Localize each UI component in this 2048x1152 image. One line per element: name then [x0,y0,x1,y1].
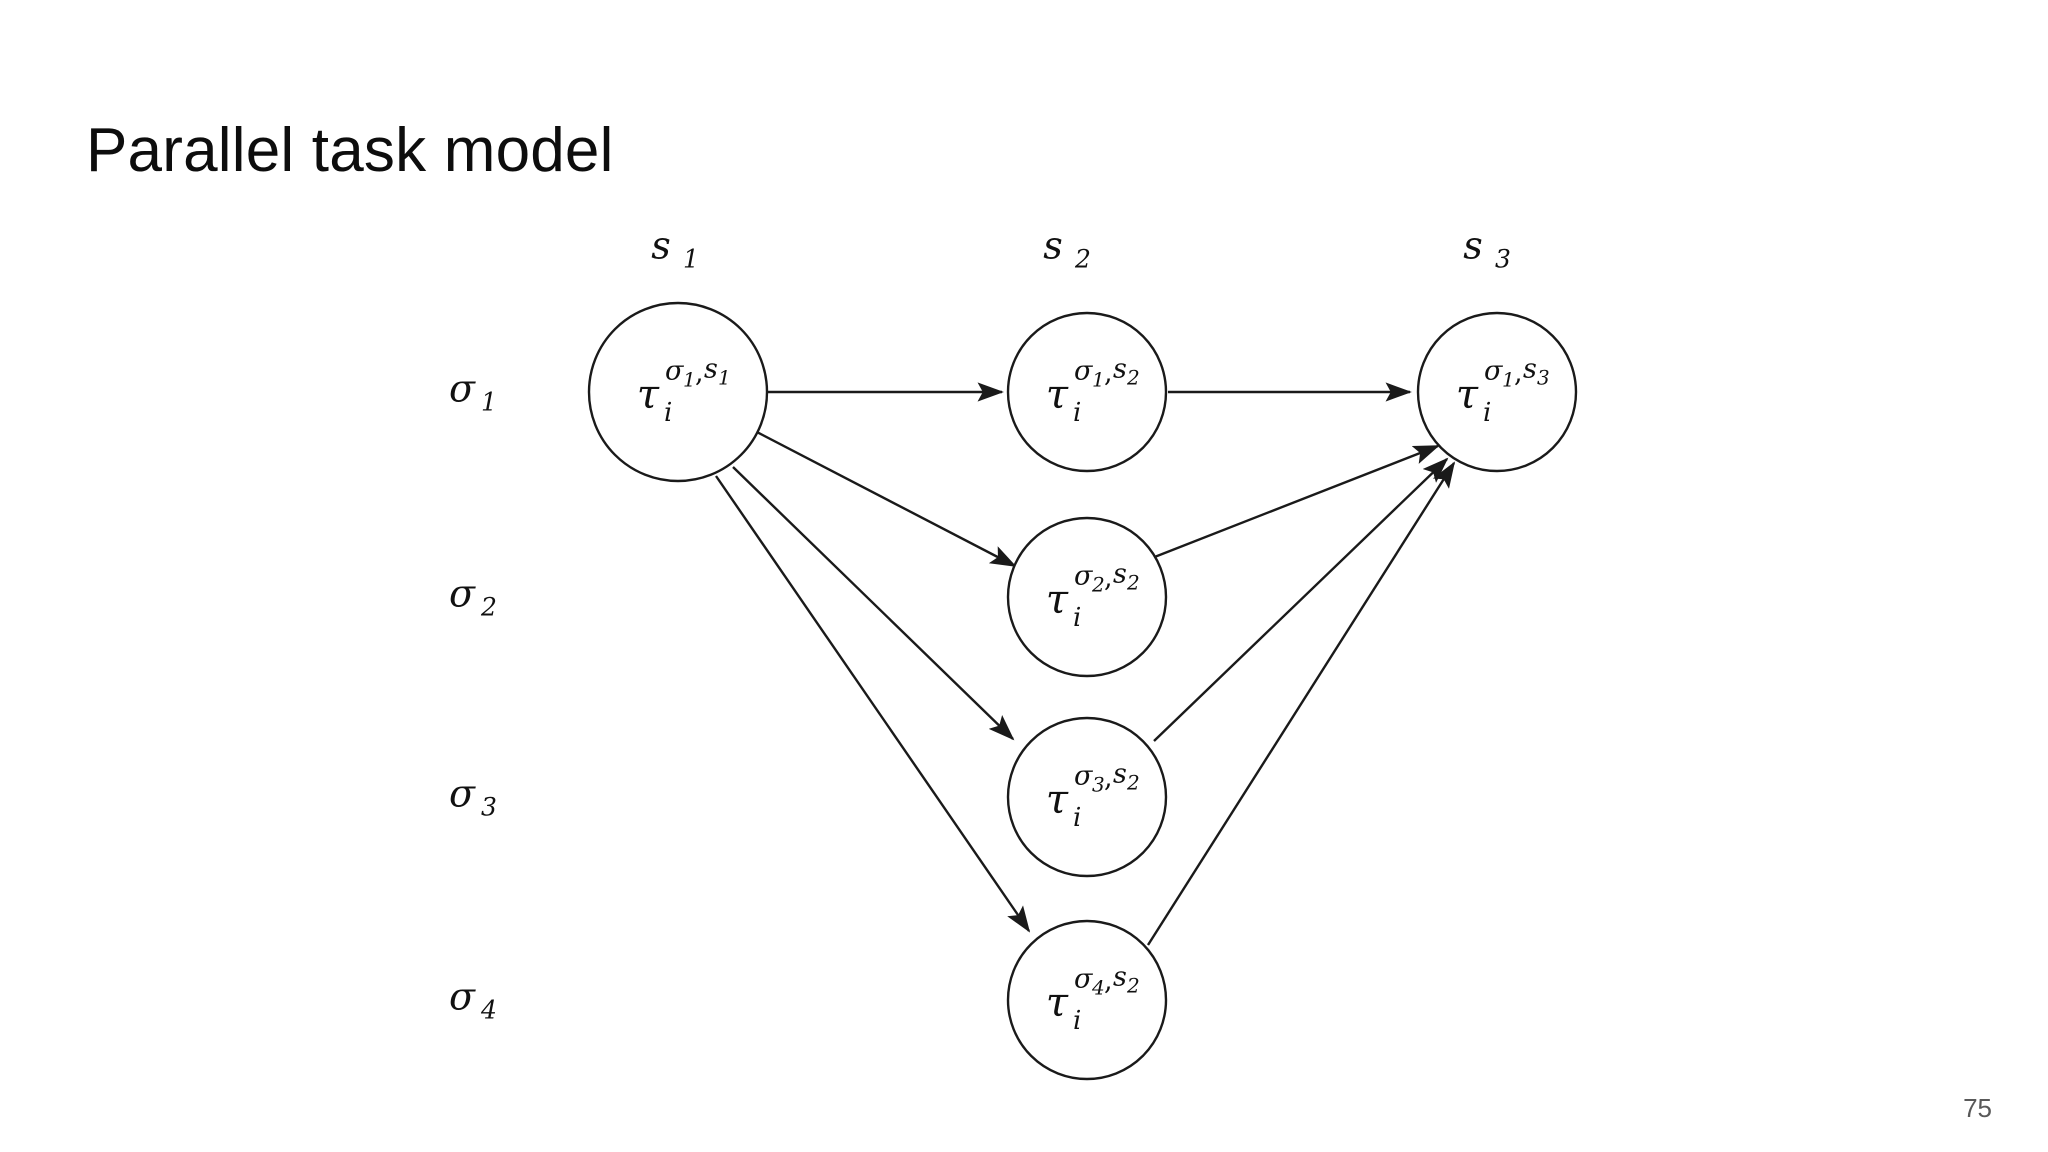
node-tau-sigma3-s2-tau: τ [1046,777,1069,823]
edge-sigma2s2-to-s3 [1151,444,1440,560]
column-header-s1-base: s [651,224,671,268]
node-tau-sigma1-s2-sup-s: s [1113,354,1127,385]
node-tau-sigma2-s2[interactable]: τ i σ 2 , s 2 [1006,516,1168,678]
edge-group [715,382,1456,946]
node-tau-sigma4-s2-sup-sigma-idx: 4 [1091,976,1105,1000]
node-tau-sigma1-s3-sup-s-idx: 3 [1537,366,1550,390]
node-tau-sigma2-s2-sup-sigma-idx: 2 [1091,573,1105,597]
column-header-group: s 1 s 2 s 3 [651,224,1511,274]
node-tau-sigma1-s3-tau: τ [1456,372,1479,418]
node-tau-sigma2-s2-sup-s-idx: 2 [1126,571,1140,595]
node-tau-sigma1-s2-sup-sigma-idx: 1 [1092,368,1105,392]
node-tau-sigma1-s3-sup-sigma: σ [1484,356,1504,387]
column-header-s2: s 2 [1043,224,1091,274]
node-tau-sigma1-s1-sub-i: i [664,398,672,428]
edge-s1-to-sigma3s2 [732,466,1015,741]
edge-sigma4s2-to-s3 [1146,461,1456,946]
row-label-sigma3-base: σ [449,772,476,816]
page-number: 75 [1963,1093,1992,1123]
row-label-sigma3: σ 3 [449,772,497,822]
page-title: Parallel task model [86,116,614,185]
node-tau-sigma1-s1-sup-sigma-idx: 1 [683,368,696,392]
edge-sigma3s2-to-s3 [1153,457,1449,742]
node-tau-sigma1-s2-sup-comma: , [1104,358,1113,389]
node-tau-sigma3-s2-circle[interactable] [1006,716,1168,878]
node-tau-sigma1-s2-sub-i: i [1073,398,1081,428]
row-label-sigma1: σ 1 [449,367,497,417]
node-tau-sigma1-s3-sup-sigma-idx: 1 [1502,368,1515,392]
node-tau-sigma1-s1-circle[interactable] [587,301,769,483]
edge-s1-to-sigma2s2 [752,428,1017,568]
row-label-sigma4-base: σ [449,975,476,1019]
node-tau-sigma2-s2-sup-sigma: σ [1074,561,1094,592]
node-tau-sigma1-s3-circle[interactable] [1416,311,1578,473]
node-tau-sigma1-s1-tau: τ [637,372,660,418]
node-tau-sigma4-s2[interactable]: τ i σ 4 , s 2 [1006,919,1168,1081]
node-tau-sigma3-s2-sup-s-idx: 2 [1126,771,1140,795]
node-tau-sigma2-s2-circle[interactable] [1006,516,1168,678]
column-header-s2-sub: 2 [1074,245,1091,274]
node-tau-sigma1-s3-sub-i: i [1483,398,1491,428]
node-tau-sigma4-s2-sup-sigma: σ [1074,964,1094,995]
node-tau-sigma2-s2-tau: τ [1046,577,1069,623]
node-tau-sigma1-s1[interactable]: τ i σ 1 , s 1 [587,301,769,483]
node-tau-sigma1-s1-sup-sigma: σ [665,356,685,387]
node-tau-sigma4-s2-circle[interactable] [1006,919,1168,1081]
column-header-s2-base: s [1043,224,1063,268]
node-tau-sigma1-s1-sup-s-idx: 1 [718,366,731,390]
node-tau-sigma1-s1-sup-s: s [704,354,718,385]
node-tau-sigma3-s2-sup-sigma-idx: 3 [1092,773,1105,797]
row-label-sigma2: σ 2 [449,572,497,622]
column-header-s1-sub: 1 [683,245,699,274]
row-label-group: σ 1 σ 2 σ 3 σ 4 [449,367,497,1025]
node-tau-sigma1-s3-sup-comma: , [1514,358,1523,389]
node-tau-sigma1-s1-sup-comma: , [695,358,704,389]
node-tau-sigma1-s2[interactable]: τ i σ 1 , s 2 [1006,311,1168,473]
edge-s1-to-sigma4s2 [715,475,1031,933]
node-tau-sigma1-s2-circle[interactable] [1006,311,1168,473]
column-header-s3-sub: 3 [1495,245,1511,274]
node-group: τ i σ 1 , s 1 τ i σ 1 , s 2 [587,301,1578,1081]
node-tau-sigma4-s2-sup-s-idx: 2 [1126,974,1140,998]
row-label-sigma3-sub: 3 [481,793,497,822]
node-tau-sigma3-s2-sup-s: s [1113,759,1127,790]
row-label-sigma4-sub: 4 [480,996,497,1025]
node-tau-sigma4-s2-sub-i: i [1073,1006,1081,1036]
node-tau-sigma1-s2-sup-s-idx: 2 [1126,366,1140,390]
node-tau-sigma4-s2-sup-comma: , [1104,966,1113,997]
row-label-sigma1-sub: 1 [481,388,497,417]
node-tau-sigma2-s2-sup-comma: , [1104,563,1113,594]
column-header-s1: s 1 [651,224,699,274]
node-tau-sigma3-s2[interactable]: τ i σ 3 , s 2 [1006,716,1168,878]
row-label-sigma2-sub: 2 [480,593,497,622]
column-header-s3: s 3 [1463,224,1511,274]
node-tau-sigma3-s2-sub-i: i [1073,803,1081,833]
node-tau-sigma4-s2-tau: τ [1046,980,1069,1026]
node-tau-sigma1-s2-sup-sigma: σ [1074,356,1094,387]
node-tau-sigma2-s2-sub-i: i [1073,603,1081,633]
row-label-sigma4: σ 4 [449,975,497,1025]
node-tau-sigma3-s2-sup-sigma: σ [1074,761,1094,792]
node-tau-sigma1-s3[interactable]: τ i σ 1 , s 3 [1416,311,1578,473]
node-tau-sigma4-s2-sup-s: s [1113,962,1127,993]
column-header-s3-base: s [1463,224,1483,268]
row-label-sigma1-base: σ [449,367,476,411]
node-tau-sigma1-s2-tau: τ [1046,372,1069,418]
node-tau-sigma3-s2-sup-comma: , [1104,763,1113,794]
node-tau-sigma2-s2-sup-s: s [1113,559,1127,590]
node-tau-sigma1-s3-sup-s: s [1523,354,1537,385]
row-label-sigma2-base: σ [449,572,476,616]
